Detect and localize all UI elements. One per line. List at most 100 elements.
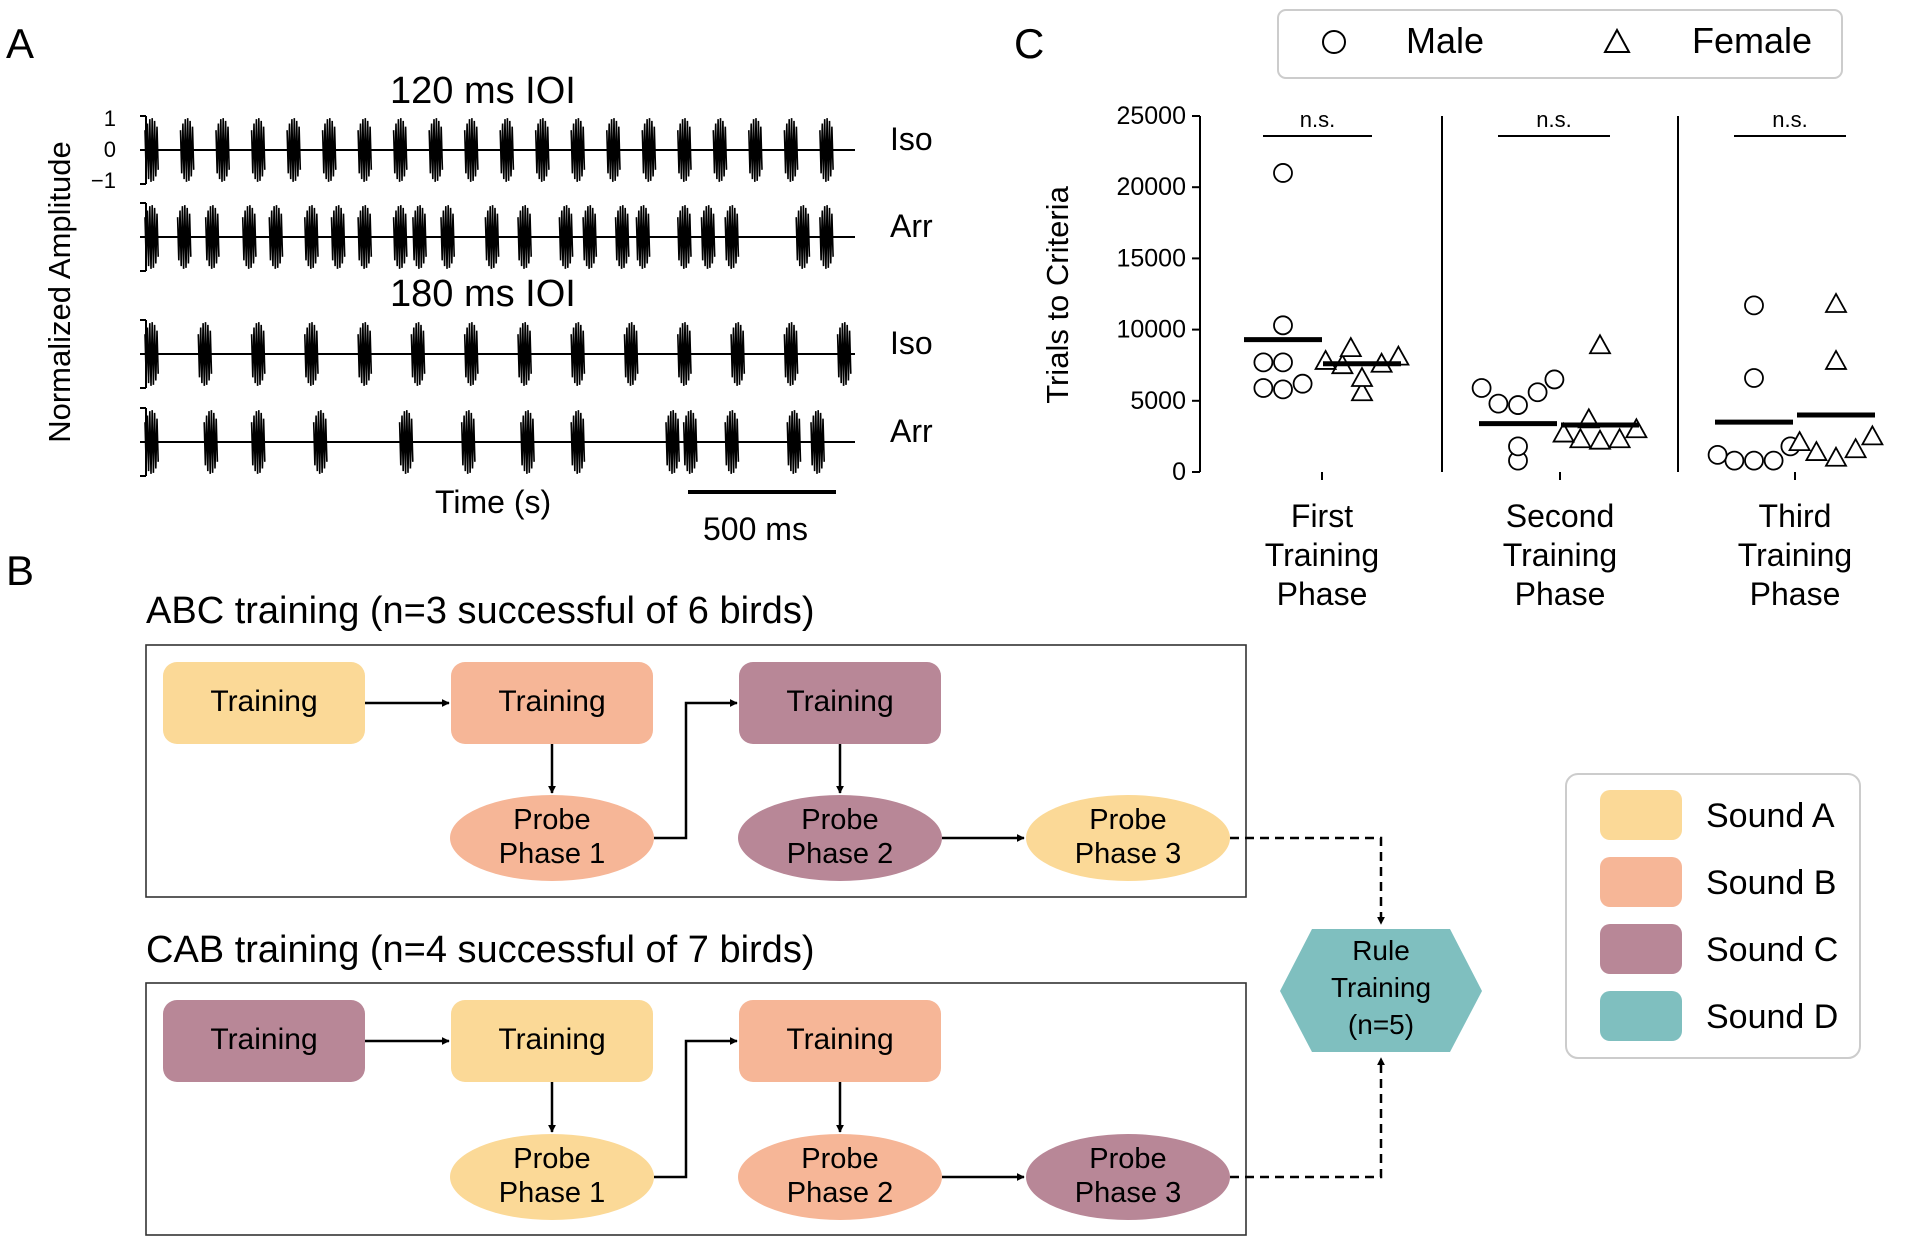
panel-c-ylabel: Trials to Criteria — [1040, 185, 1075, 403]
female-point — [1804, 440, 1828, 461]
svg-text:Sound A: Sound A — [1706, 797, 1835, 835]
syllable-burst — [304, 322, 319, 386]
scale-bar-label: 500 ms — [703, 511, 808, 547]
panel-c: C Male Female Trials to Criteria 0500010… — [1014, 9, 1884, 612]
y-tick-label: 15000 — [1116, 244, 1186, 272]
ytick-neg1: −1 — [91, 168, 116, 193]
syllable-burst — [304, 205, 319, 269]
syllable-burst — [412, 205, 427, 269]
y-tick-label: 25000 — [1116, 102, 1186, 130]
sound-legend: Sound A Sound B Sound C Sound D — [1565, 773, 1861, 1059]
panel-a: A 120 ms IOI 180 ms IOI Normalized Ampli… — [6, 20, 933, 547]
syllable-burst — [312, 410, 328, 474]
syllable-burst — [570, 322, 586, 386]
svg-text:Phase 1: Phase 1 — [499, 1177, 605, 1209]
svg-text:Phase 1: Phase 1 — [499, 838, 605, 870]
svg-text:Training: Training — [498, 685, 605, 718]
cat-3-line-2: Training — [1738, 537, 1852, 573]
syllable-burst — [250, 322, 266, 386]
female-point — [1860, 424, 1884, 446]
syllable-burst — [463, 322, 479, 386]
syllable-burst — [144, 410, 159, 474]
svg-text:Phase 3: Phase 3 — [1075, 1177, 1181, 1209]
syllable-burst — [250, 118, 266, 182]
abc-title: ABC training (n=3 successful of 6 birds) — [146, 590, 814, 632]
male-point — [1273, 163, 1293, 183]
cat-2-line-1: Second — [1506, 498, 1615, 534]
syllable-burst — [410, 322, 426, 386]
row-label-iso-180: Iso — [890, 325, 933, 361]
syllable-burst — [179, 118, 195, 182]
cab-training-3: Training — [739, 1000, 941, 1082]
legend-item-sound-d: Sound D — [1600, 991, 1838, 1041]
abc-frame — [145, 644, 1247, 898]
legend-item-sound-a: Sound A — [1600, 790, 1835, 840]
syllable-burst — [836, 322, 852, 386]
syllable-burst — [558, 205, 574, 269]
legend-female-marker — [1603, 27, 1631, 53]
y-tick-label: 20000 — [1116, 173, 1186, 201]
female-point — [1824, 349, 1848, 370]
male-point — [1744, 368, 1764, 388]
syllable-burst — [144, 118, 159, 182]
panel-a-letter: A — [6, 20, 34, 67]
cat-1-line-1: First — [1291, 498, 1353, 534]
female-point — [1588, 333, 1612, 355]
female-point — [1624, 417, 1648, 439]
syllable-burst — [520, 410, 535, 474]
syllable-burst — [677, 205, 692, 269]
syllable-burst — [398, 410, 414, 474]
male-point — [1292, 373, 1313, 394]
group-1-title: 120 ms IOI — [390, 70, 576, 112]
syllable-burst — [144, 205, 159, 269]
syllable-burst — [570, 410, 586, 474]
syllable-burst — [730, 322, 746, 386]
svg-text:Phase 2: Phase 2 — [787, 838, 893, 870]
syllable-burst — [357, 322, 373, 386]
syllable-burst — [614, 205, 630, 269]
legend-female-label: Female — [1692, 20, 1812, 61]
syllable-burst — [357, 118, 373, 182]
male-point — [1508, 436, 1528, 457]
waveform-row-arr — [140, 407, 855, 477]
svg-text:Probe: Probe — [801, 1143, 878, 1175]
waveform-traces — [140, 115, 855, 477]
cab-probe-3: Probe Phase 3 — [1026, 1134, 1230, 1220]
syllable-burst — [582, 205, 598, 269]
syllable-burst — [677, 118, 692, 182]
cab-training-2: Training — [451, 1000, 653, 1082]
syllable-burst — [176, 205, 192, 269]
syllable-burst — [677, 322, 692, 386]
female-point — [1568, 427, 1592, 449]
syllable-burst — [517, 205, 532, 269]
syllable-burst — [392, 205, 408, 269]
male-point — [1471, 378, 1492, 398]
syllable-burst — [682, 410, 698, 474]
male-point — [1744, 295, 1764, 316]
panel-b-letter: B — [6, 547, 34, 594]
syllable-burst — [786, 410, 802, 474]
syllable-burst — [783, 118, 799, 182]
svg-text:Probe: Probe — [513, 1143, 590, 1175]
svg-text:Phase 2: Phase 2 — [787, 1177, 893, 1209]
male-point — [1273, 352, 1293, 373]
cat-1-line-2: Training — [1265, 537, 1379, 573]
cab-title: CAB training (n=4 successful of 7 birds) — [146, 929, 814, 971]
svg-text:Probe: Probe — [1089, 1143, 1166, 1175]
syllable-burst — [215, 118, 230, 182]
syllable-burst — [641, 118, 657, 182]
y-tick-label: 10000 — [1116, 316, 1186, 344]
abc-training-3: Training — [739, 662, 941, 744]
male-point — [1527, 382, 1548, 403]
syllable-burst — [724, 205, 740, 269]
legend-item-sound-b: Sound B — [1600, 857, 1836, 907]
female-point — [1350, 380, 1374, 402]
svg-text:Training: Training — [498, 1023, 605, 1056]
syllable-burst — [250, 410, 266, 474]
panel-a-ylabel: Normalized Amplitude — [42, 141, 77, 443]
legend-item-sound-c: Sound C — [1600, 924, 1838, 974]
y-tick-label: 0 — [1172, 458, 1186, 486]
syllable-burst — [197, 322, 213, 386]
